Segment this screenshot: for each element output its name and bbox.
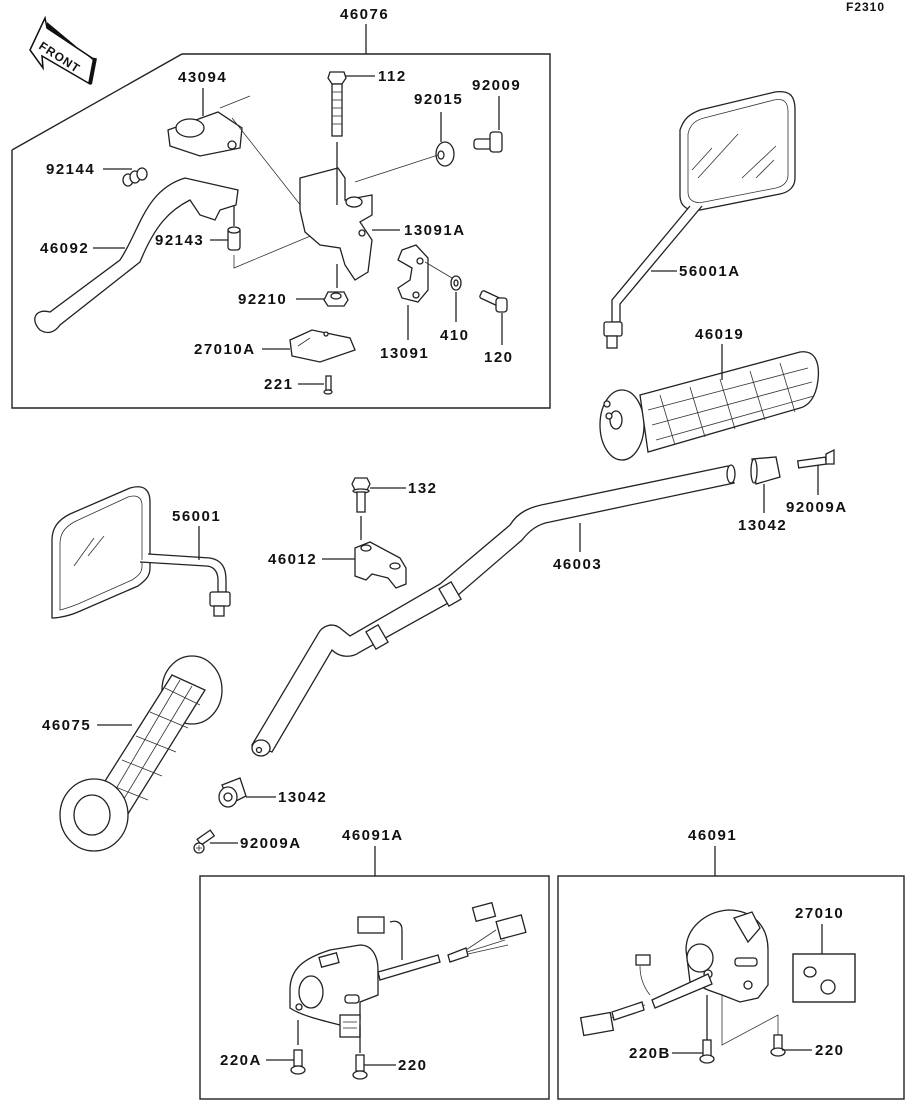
knurling	[365, 580, 462, 651]
callout-46075[interactable]: 46075	[42, 717, 91, 734]
callout-56001[interactable]: 56001	[172, 508, 221, 525]
callout-27010A[interactable]: 27010A	[194, 341, 256, 358]
part-13091[interactable]: 13091	[380, 244, 429, 362]
callout-46003[interactable]: 46003	[553, 556, 602, 573]
part-46012[interactable]: 46012	[268, 541, 407, 589]
part-92009A-left[interactable]: 92009A	[193, 829, 302, 854]
part-220B[interactable]: 220B	[629, 995, 715, 1064]
part-27010A[interactable]: 27010A	[194, 329, 356, 363]
part-56001A[interactable]: 56001A	[603, 90, 796, 349]
callout-92143[interactable]: 92143	[155, 232, 204, 249]
callout-13042-right[interactable]: 13042	[738, 517, 787, 534]
assembly-46091: 46091	[557, 827, 905, 1100]
assembly-46076: 46076	[11, 6, 551, 409]
part-13091A[interactable]: 13091A	[299, 167, 466, 281]
part-92210[interactable]: 92210	[238, 264, 349, 308]
callout-92015[interactable]: 92015	[414, 91, 463, 108]
callout-92210[interactable]: 92210	[238, 291, 287, 308]
callout-13091[interactable]: 13091	[380, 345, 429, 362]
assembly-label-46091[interactable]: 46091	[688, 827, 737, 844]
callout-132[interactable]: 132	[408, 480, 438, 497]
callout-46092[interactable]: 46092	[40, 240, 89, 257]
callout-27010[interactable]: 27010	[795, 905, 844, 922]
callout-92009A-right[interactable]: 92009A	[786, 499, 848, 516]
callout-221[interactable]: 221	[264, 376, 294, 393]
part-112[interactable]: 112	[327, 68, 407, 205]
left-switch-housing[interactable]	[289, 901, 527, 1038]
part-27010[interactable]: 27010	[792, 905, 856, 1003]
callout-13042-left[interactable]: 13042	[278, 789, 327, 806]
part-92144[interactable]: 92144	[46, 161, 148, 187]
part-220-right[interactable]: 220	[721, 995, 845, 1059]
assembly-label-46091A[interactable]: 46091A	[342, 827, 404, 844]
callout-120[interactable]: 120	[484, 349, 514, 366]
part-92009A-right[interactable]: 92009A	[786, 448, 848, 516]
callout-220A[interactable]: 220A	[220, 1052, 262, 1069]
part-220A[interactable]: 220A	[220, 1020, 306, 1075]
callout-410[interactable]: 410	[440, 327, 470, 344]
figure-code: F2310	[846, 0, 885, 14]
part-92143[interactable]: 92143	[155, 205, 241, 251]
callout-92009[interactable]: 92009	[472, 77, 521, 94]
callout-13091A[interactable]: 13091A	[404, 222, 466, 239]
part-46003[interactable]: 46003	[251, 464, 736, 757]
part-56001[interactable]: 56001	[51, 486, 231, 619]
part-46019[interactable]: 46019	[599, 326, 820, 461]
callout-46012[interactable]: 46012	[268, 551, 317, 568]
callout-112[interactable]: 112	[378, 68, 407, 85]
callout-220-right[interactable]: 220	[815, 1042, 845, 1059]
part-120[interactable]: 120	[479, 290, 513, 366]
callout-92144[interactable]: 92144	[46, 161, 95, 178]
callout-56001A[interactable]: 56001A	[679, 263, 741, 280]
callout-46019[interactable]: 46019	[695, 326, 744, 343]
callout-220-left[interactable]: 220	[398, 1057, 428, 1074]
right-switch-housing[interactable]	[579, 909, 769, 1037]
part-410[interactable]: 410	[424, 261, 470, 344]
part-46075[interactable]: 46075	[42, 655, 223, 852]
assembly-label-46076[interactable]: 46076	[340, 6, 389, 23]
part-92009[interactable]: 92009	[472, 77, 521, 153]
callout-220B[interactable]: 220B	[629, 1045, 671, 1062]
part-92015[interactable]: 92015	[354, 91, 463, 183]
grip-texture	[647, 362, 815, 446]
part-13042-right[interactable]: 13042	[738, 456, 787, 534]
part-46092[interactable]: 46092	[34, 177, 239, 334]
callout-92009A-left[interactable]: 92009A	[240, 835, 302, 852]
assembly-46091A: 46091A	[199, 827, 550, 1100]
part-132[interactable]: 132	[351, 477, 438, 540]
callout-43094[interactable]: 43094	[178, 69, 227, 86]
part-221[interactable]: 221	[264, 375, 333, 395]
part-43094[interactable]: 43094	[167, 69, 243, 157]
part-220-left[interactable]: 220	[352, 1025, 428, 1080]
front-arrow-icon: FRONT	[29, 15, 97, 86]
part-13042-left[interactable]: 13042	[218, 777, 327, 808]
